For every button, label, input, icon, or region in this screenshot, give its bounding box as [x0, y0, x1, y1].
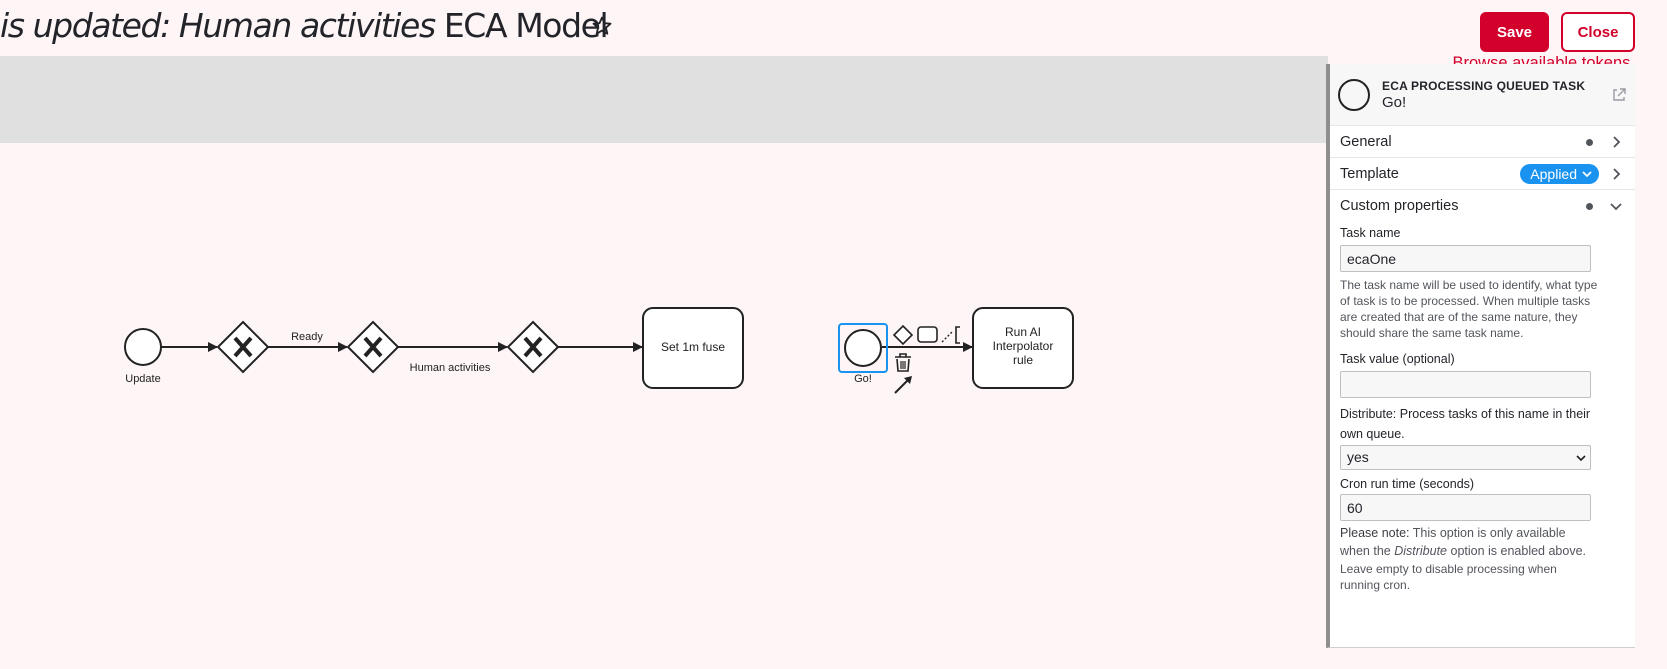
chevron-down-icon	[1610, 203, 1622, 211]
task-name-description: The task name will be used to identify, …	[1340, 278, 1598, 340]
bpmn-canvas[interactable]: Update Ready Human activities Set 1m fus…	[0, 143, 1328, 669]
start-event-go[interactable]	[844, 329, 882, 367]
note-text-2: option is enabled above.	[1447, 543, 1587, 558]
note-prefix: Please note:	[1340, 526, 1413, 540]
panel-header: ECA PROCESSING QUEUED TASK Go!	[1330, 64, 1635, 126]
flow-label-human-activities: Human activities	[410, 362, 491, 374]
note-emphasis: Distribute	[1394, 543, 1448, 558]
distribute-select[interactable]: yes	[1340, 445, 1591, 470]
context-pad	[892, 324, 960, 394]
group-custom-properties[interactable]: Custom properties	[1330, 190, 1635, 222]
chevron-right-icon	[1613, 136, 1621, 148]
element-name: Go!	[1382, 94, 1407, 111]
group-custom-title: Custom properties	[1340, 198, 1459, 214]
cron-note-description: Please note: This option is only availab…	[1340, 525, 1598, 593]
exclusive-gateway[interactable]	[216, 320, 270, 374]
connect-icon[interactable]	[894, 376, 912, 394]
element-type: ECA PROCESSING QUEUED TASK	[1382, 79, 1586, 93]
start-event-go-label: Go!	[854, 373, 872, 385]
task-value-label: Task value (optional)	[1340, 352, 1455, 366]
exclusive-gateway[interactable]	[346, 320, 400, 374]
task-run-ai-label-line2: Interpolator	[993, 339, 1054, 353]
group-template[interactable]: Template Applied	[1330, 158, 1635, 190]
task-value-input[interactable]	[1340, 371, 1591, 398]
task-set-fuse[interactable]	[642, 307, 744, 389]
page-title-italic: is updated: Human activities	[0, 6, 436, 45]
selection-outline	[838, 323, 888, 373]
page-header: is updated: Human activities ECA Model S…	[0, 0, 1667, 56]
note-text-1: This option is only available when the	[1340, 526, 1566, 558]
distribute-selected-value: yes	[1347, 449, 1369, 465]
append-gateway-icon[interactable]	[892, 324, 914, 346]
note-text-3: Leave empty to disable processing when r…	[1340, 562, 1557, 592]
start-event-label: Update	[125, 373, 160, 385]
task-set-fuse-label: Set 1m fuse	[661, 340, 725, 354]
task-run-ai-label-line1: Run AI	[1005, 325, 1041, 339]
flow-label-ready: Ready	[291, 331, 323, 343]
annotation-icon[interactable]	[941, 326, 960, 344]
task-name-input[interactable]	[1340, 245, 1591, 272]
external-link-icon[interactable]	[1611, 87, 1627, 103]
data-marker-dot	[1586, 203, 1593, 210]
custom-properties-entries: Task name The task name will be used to …	[1330, 224, 1635, 593]
save-button[interactable]: Save	[1480, 12, 1549, 52]
star-icon[interactable]	[591, 15, 613, 37]
chevron-down-icon	[1582, 171, 1592, 178]
task-name-label: Task name	[1340, 226, 1401, 240]
group-template-title: Template	[1340, 165, 1399, 182]
delete-icon[interactable]	[895, 353, 911, 372]
group-general-title: General	[1340, 133, 1392, 150]
task-run-ai-interpolator[interactable]	[972, 307, 1074, 389]
gray-band	[0, 56, 1328, 143]
template-applied-label: Applied	[1530, 166, 1577, 182]
properties-panel: ECA PROCESSING QUEUED TASK Go! General T…	[1326, 64, 1635, 648]
chevron-right-icon	[1613, 168, 1621, 180]
template-applied-badge[interactable]: Applied	[1520, 164, 1599, 184]
bpmn-diagram: Update Ready Human activities Set 1m fus…	[124, 307, 1074, 394]
data-marker-dot	[1586, 139, 1593, 146]
distribute-label: Distribute: Process tasks of this name i…	[1340, 407, 1591, 441]
page-title: is updated: Human activities ECA Model	[0, 4, 609, 48]
group-general[interactable]: General	[1330, 126, 1635, 158]
exclusive-gateway[interactable]	[506, 320, 560, 374]
chevron-down-icon	[1576, 455, 1586, 462]
close-button[interactable]: Close	[1561, 12, 1635, 52]
cron-run-time-label: Cron run time (seconds)	[1340, 477, 1475, 491]
start-event-update[interactable]	[124, 328, 162, 366]
page-title-rest: ECA Model	[434, 6, 609, 45]
append-task-icon[interactable]	[917, 326, 938, 343]
cron-run-time-input[interactable]	[1340, 494, 1591, 521]
start-event-icon	[1338, 79, 1370, 111]
task-run-ai-label-line3: rule	[1013, 353, 1033, 367]
